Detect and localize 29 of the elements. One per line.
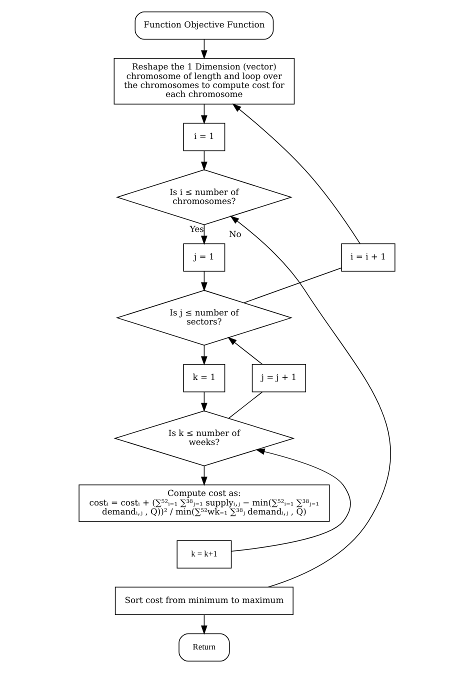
arrow xyxy=(200,345,208,366)
node-box: Return xyxy=(178,633,230,662)
node-box: j = 1 xyxy=(183,243,226,272)
node-box: j = j + 1 xyxy=(252,364,306,392)
arrow xyxy=(230,216,391,588)
arrow xyxy=(200,392,208,412)
arrow xyxy=(200,39,208,60)
arrow xyxy=(200,270,208,292)
node-box: Sort cost from minimum to maximum xyxy=(114,586,294,615)
node-box: k = k+1 xyxy=(176,540,232,568)
node-box: i = 1 xyxy=(183,122,226,152)
arrow xyxy=(200,614,208,635)
edge-label: Yes xyxy=(190,224,204,234)
connector xyxy=(228,392,263,419)
node-box: Reshape the 1 Dimension (vector) chromosome of length and loop over the chromosomes to compute cost for each chromosome xyxy=(114,58,295,105)
node-box: k = 1 xyxy=(183,364,226,392)
arrow xyxy=(200,150,208,171)
edge-label: No xyxy=(228,229,242,240)
arrow xyxy=(228,336,263,365)
connector xyxy=(244,267,342,304)
arrow xyxy=(200,104,208,124)
node-box: Compute cost as: costᵢ = costᵢ + (∑⁵²ᵢ₌₁ ∑³⁸ⱼ₌₁ supplyᵢ,ⱼ − min(∑⁵²ᵢ₌₁ ∑³⁸ⱼ₌₁ demandᵢ,ⱼ , Q))² / min(∑⁵²wk₌₁ ∑³⁸ⱼ demandᵢ,ⱼ , Q) xyxy=(78,484,330,522)
node-box: Function Objective Function xyxy=(134,11,274,40)
node-box: i = i + 1 xyxy=(341,243,396,272)
arrow xyxy=(231,448,351,552)
arrow xyxy=(200,466,208,486)
arrow xyxy=(200,224,208,245)
node-diamond: Is k ≤ number of weeks? xyxy=(114,410,295,466)
arrow xyxy=(232,104,360,244)
